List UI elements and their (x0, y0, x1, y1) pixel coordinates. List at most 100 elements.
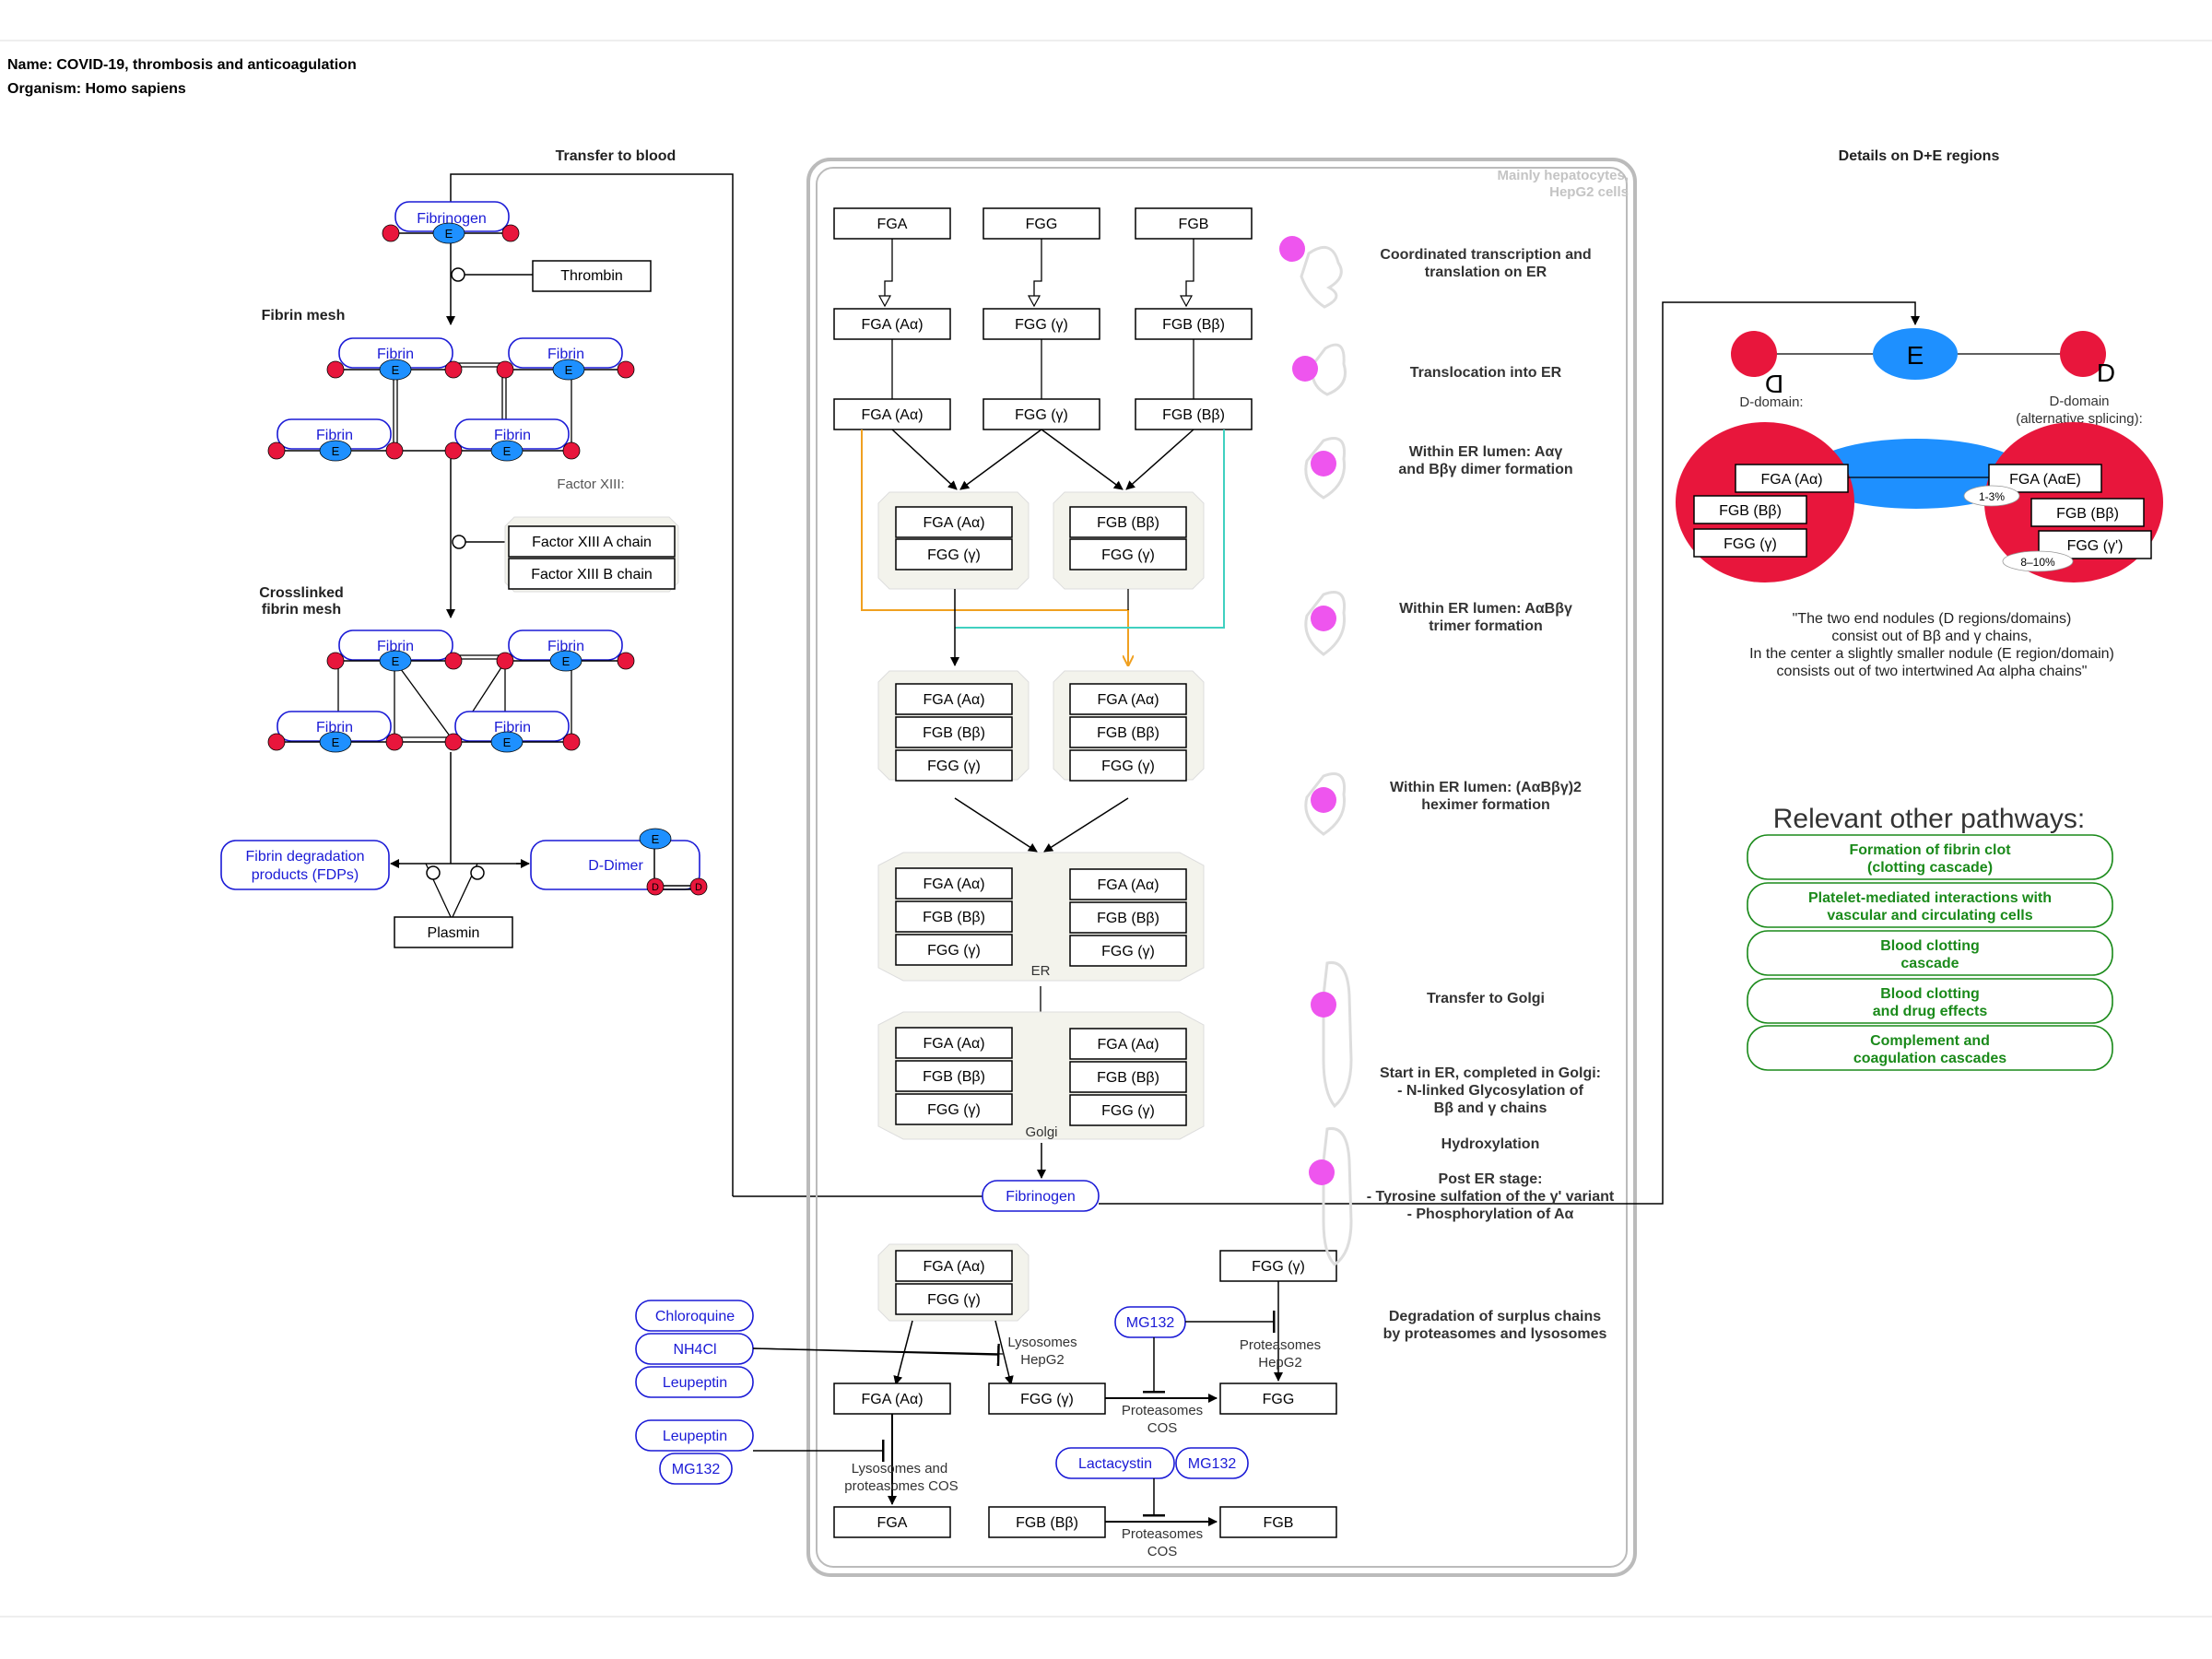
gene-label: FGG (1026, 217, 1058, 232)
er-cell-icon (1279, 236, 1343, 309)
chain-label: FGB (Bβ) (923, 725, 985, 741)
pathway-link-5[interactable]: Complement and coagulation cascades (1747, 1025, 2113, 1071)
golgi-label: Golgi (1025, 1124, 1057, 1140)
chain-label: FGG (γ) (1020, 1392, 1074, 1407)
factor-xiii-b-label: Factor XIII B chain (531, 567, 653, 582)
leupeptin-drug-2[interactable]: Leupeptin (635, 1419, 754, 1452)
teal-assembly-line (955, 429, 1225, 629)
d-dimer-label: D-Dimer (588, 858, 643, 874)
step-text: - Tyrosine sulfation of the γ' variant (1367, 1189, 1615, 1205)
chain-label: FGA (Aα) (1760, 472, 1822, 488)
gene-label: FGB (1179, 217, 1209, 232)
thrombin-label: Thrombin (560, 268, 623, 284)
degraded-fgb[interactable]: FGB (1219, 1506, 1337, 1538)
dimer-bb-g[interactable]: FGB (Bβ) FGG (γ) (1053, 491, 1205, 590)
hexamer-er[interactable]: FGA (Aα) FGB (Bβ) FGG (γ) FGA (Aα) FGB (… (877, 852, 1205, 982)
free-fgb[interactable]: FGB (Bβ) (988, 1506, 1106, 1538)
step-text: Coordinated transcription and (1380, 247, 1591, 263)
protein-fgg[interactable] (982, 398, 1100, 430)
fdp-node[interactable]: Fibrin degradation products (FDPs) (220, 840, 390, 890)
protein-row: FGA (Aα) FGG (γ) FGB (Bβ) (833, 398, 1253, 430)
chain-label: FGB (Bβ) (1719, 503, 1782, 519)
free-fgg-top[interactable]: FGG (γ) (1219, 1250, 1337, 1282)
e-domain-label: E (332, 444, 340, 458)
compartment-label-1: Mainly hepatocytes, (1497, 168, 1629, 183)
degraded-fgg[interactable]: FGG (1219, 1382, 1337, 1415)
mg132-drug-1[interactable]: MG132 (1114, 1306, 1186, 1338)
surplus-dimer[interactable]: FGA (Aα) FGG (γ) (877, 1243, 1030, 1322)
chloroquine-drug[interactable]: Chloroquine (635, 1300, 754, 1332)
chain-label: FGA (Aα) (923, 877, 984, 892)
lysosomes-label-2: HepG2 (1020, 1352, 1065, 1368)
pathway-link-1[interactable]: Formation of fibrin clot (clotting casca… (1747, 834, 2113, 880)
thrombin-node[interactable]: Thrombin (532, 260, 652, 292)
pathway-link-2[interactable]: Platelet-mediated interactions with vasc… (1747, 882, 2113, 928)
d-domain-caption: D-domain: (1739, 394, 1803, 410)
chain-label: FGG (γ) (927, 1102, 981, 1118)
chain-label: FGG (γ) (1101, 1103, 1155, 1119)
proteasomes-cos-label: Proteasomes (1122, 1526, 1203, 1542)
leupeptin-label: Leupeptin (663, 1429, 727, 1444)
step-text: Translocation into ER (1410, 365, 1562, 381)
chain-label: FGG (γ) (1724, 536, 1777, 552)
rna-fgg[interactable] (982, 308, 1100, 340)
proteasomes-cos-label-2: COS (1147, 1420, 1178, 1436)
pathway-link-text: and drug effects (1873, 1004, 1988, 1019)
pathway-link-3[interactable]: Blood clotting cascade (1747, 930, 2113, 976)
leupeptin-drug-1[interactable]: Leupeptin (635, 1366, 754, 1398)
trimer-left[interactable]: FGA (Aα) FGB (Bβ) FGG (γ) (877, 670, 1030, 782)
fibrinogen-node-top[interactable]: Fibrinogen E (382, 201, 520, 244)
d-domain-label: D (2097, 359, 2115, 387)
protein-label: FGG (γ) (1015, 407, 1068, 423)
fibrin-mesh-label: Fibrin mesh (262, 308, 346, 324)
pathway-link-text: vascular and circulating cells (1827, 908, 2032, 924)
plasmin-node[interactable]: Plasmin (394, 916, 513, 948)
chloroquine-label: Chloroquine (655, 1309, 735, 1324)
golgi-icon (1309, 1126, 1353, 1266)
er-cell-icon (1304, 591, 1347, 656)
nh4cl-drug[interactable]: NH4Cl (635, 1333, 754, 1365)
relevant-pathways-title: Relevant other pathways: (1773, 804, 2086, 834)
free-fga[interactable]: FGA (Aα) (833, 1382, 951, 1415)
step-icons (1279, 236, 1353, 1266)
details-link-line (1099, 301, 1920, 1205)
details-title: Details on D+E regions (1839, 148, 2000, 164)
protein-fga[interactable] (833, 398, 951, 430)
nh4cl-label: NH4Cl (673, 1342, 716, 1358)
step-text: Hydroxylation (1441, 1136, 1540, 1152)
chain-label: FGG (γ) (927, 1292, 981, 1308)
gene-fgb[interactable] (1135, 207, 1253, 240)
plasmin-label: Plasmin (428, 925, 480, 941)
mg132-label: MG132 (1126, 1315, 1175, 1331)
organism: Organism: Homo sapiens (7, 81, 186, 97)
e-domain-label: E (392, 654, 400, 668)
hexamer-golgi[interactable]: FGA (Aα) FGB (Bβ) FGG (γ) FGA (Aα) FGB (… (877, 1011, 1205, 1140)
e-domain-label: E (1907, 341, 1924, 370)
fibrin-mesh: Fibrin Fibrin Fibrin Fibrin E E E E (267, 337, 635, 462)
pathway-link-text: (clotting cascade) (1867, 860, 1993, 876)
dimer-aa-g[interactable]: FGA (Aα) FGG (γ) (877, 491, 1030, 590)
splice-percentage: 8–10% (2020, 556, 2055, 569)
golgi-icon (1311, 960, 1353, 1109)
lactacystin-drug[interactable]: Lactacystin (1055, 1447, 1175, 1479)
pathway-link-4[interactable]: Blood clotting and drug effects (1747, 978, 2113, 1024)
factor-xiii-a-label: Factor XIII A chain (532, 535, 652, 550)
free-fgg[interactable]: FGG (γ) (988, 1382, 1106, 1415)
step-text: Start in ER, completed in Golgi: (1380, 1065, 1601, 1081)
step-text: - Phosphorylation of Aα (1407, 1206, 1574, 1222)
mg132-drug-2[interactable]: MG132 (659, 1453, 733, 1485)
d-dimer-node[interactable]: D-Dimer E D D (530, 828, 708, 896)
factor-xiii-complex[interactable]: Factor XIII A chain Factor XIII B chain (504, 516, 679, 593)
protein-fgb[interactable] (1135, 398, 1253, 430)
rna-fgb[interactable] (1135, 308, 1253, 340)
mg132-drug-3[interactable]: MG132 (1175, 1447, 1249, 1479)
gene-fgg[interactable] (982, 207, 1100, 240)
trimer-right[interactable]: FGA (Aα) FGB (Bβ) FGG (γ) (1053, 670, 1205, 782)
chain-label: FGG (γ) (1101, 547, 1155, 563)
d-e-quote: "The two end nodules (D regions/domains)… (1749, 611, 2114, 679)
step-text: by proteasomes and lysosomes (1383, 1326, 1607, 1342)
rna-label: FGG (γ) (1015, 317, 1068, 333)
degraded-fga[interactable]: FGA (833, 1506, 951, 1538)
rna-fga[interactable] (833, 308, 951, 340)
fibrinogen-node-secreted[interactable]: Fibrinogen (982, 1180, 1100, 1212)
